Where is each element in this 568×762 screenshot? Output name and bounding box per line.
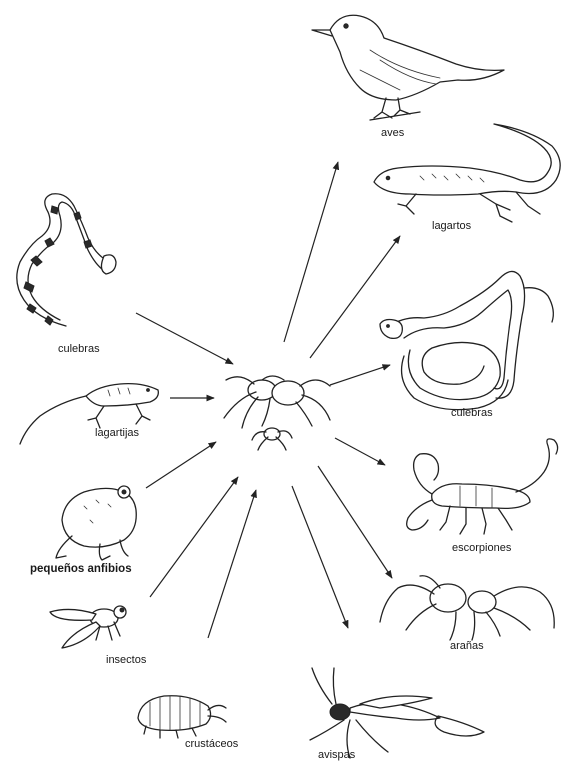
spider-right-illustration [380, 576, 554, 640]
woodlouse-illustration [138, 696, 226, 738]
label-culebras-right: culebras [451, 407, 493, 419]
label-lagartijas: lagartijas [95, 427, 140, 439]
central-spider-illustration [224, 376, 330, 450]
arrow-from-culebras-left [136, 313, 233, 364]
frog-illustration [56, 486, 136, 560]
label-aves: aves [381, 127, 405, 139]
bird-illustration [312, 15, 504, 120]
arrow-from-crustaceos [208, 490, 256, 638]
wasp-illustration [310, 668, 484, 758]
arrow-to-culebras-right [330, 365, 390, 385]
label-culebras-left: culebras [58, 343, 100, 355]
arrow-to-escorpiones [335, 438, 385, 465]
label-lagartos: lagartos [432, 220, 472, 232]
label-crustaceos: crustáceos [185, 738, 239, 750]
label-avispas: avispas [318, 749, 356, 761]
fly-illustration [50, 606, 126, 648]
arrow-to-avispas [292, 486, 348, 628]
snake-right-illustration [380, 271, 553, 409]
arrow-to-aves [284, 162, 338, 342]
snake-left-illustration [17, 194, 116, 326]
arrow-from-pequenos-anfibios [146, 442, 216, 488]
arrow-to-lagartos [310, 236, 400, 358]
label-escorpiones: escorpiones [452, 542, 512, 554]
label-aranas: arañas [450, 640, 484, 652]
label-insectos: insectos [106, 654, 147, 666]
arrow-to-aranas [318, 466, 392, 578]
arrows [136, 162, 400, 638]
arrow-from-insectos [150, 477, 238, 597]
scorpion-illustration [407, 439, 558, 534]
label-pequenos-anfibios: pequeños anfibios [30, 563, 132, 575]
